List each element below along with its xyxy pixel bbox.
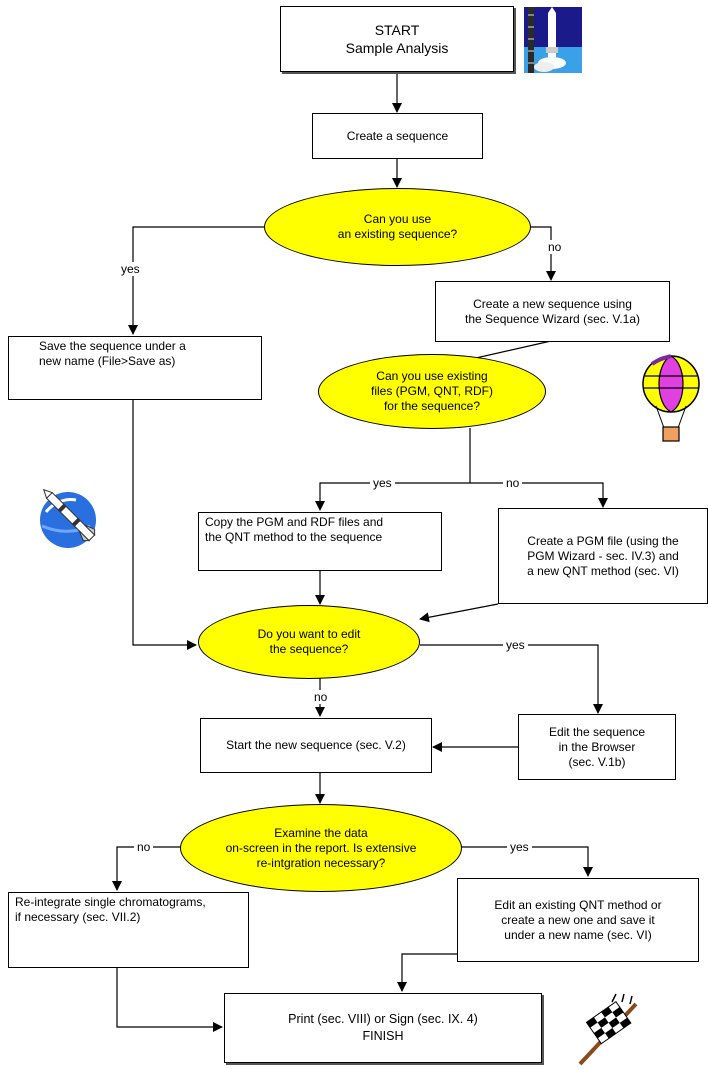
decision-text: for the sequence? [383,399,481,413]
new-sequence-wizard-step: Create a new sequence using the Sequence… [435,281,670,342]
create-pgm-step: Create a PGM file (using the PGM Wizard … [498,508,708,604]
decision-edit-sequence: Do you want to edit the sequence? [198,605,420,679]
finish-node: Print (sec. VIII) or Sign (sec. IX. 4) F… [224,993,542,1063]
copy-files-step: Copy the PGM and RDF files and the QNT m… [198,512,442,571]
step-text: a new QNT method (sec. VI) [527,563,679,578]
edit-browser-step: Edit the sequence in the Browser (sec. V… [518,714,676,780]
decision-text: Can you use [363,212,432,226]
step-text: in the Browser [558,739,636,754]
rocket-launch-icon [524,7,582,73]
branch-label-no: no [503,476,523,490]
save-sequence-step: Save the sequence under a new name (File… [8,336,262,400]
step-text: create a new one and save it [501,912,655,927]
checkered-flag-icon [578,993,638,1066]
decision-text: files (PGM, QNT, RDF) [371,384,493,398]
decision-existing-sequence: Can you use an existing sequence? [264,188,531,266]
hot-air-balloon-icon [642,354,700,442]
decision-examine-data: Examine the data on-screen in the report… [180,804,462,892]
decision-text: the sequence? [269,642,349,656]
step-text: Edit the sequence [548,724,646,739]
step-text: PGM Wizard - sec. IV.3) and [527,548,679,563]
branch-label-yes: yes [507,840,532,854]
step-text: Re-integrate single chromatograms, [15,895,206,909]
branch-label-yes: yes [503,638,528,652]
reintegrate-step: Re-integrate single chromatograms, if ne… [8,892,249,968]
branch-label-yes: yes [370,476,395,490]
branch-label-no: no [134,840,154,854]
step-text: Copy the PGM and RDF files and [205,515,384,529]
step-text: if necessary (sec. VII.2) [15,910,141,924]
decision-text: re-intgration necessary? [256,855,386,870]
branch-label-no: no [545,240,565,254]
decision-text: Do you want to edit [257,627,361,641]
step-text: Create a new sequence using [473,296,632,311]
decision-text: on-screen in the report. Is extensive [225,840,417,855]
start-new-sequence-step: Start the new sequence (sec. V.2) [200,718,432,773]
step-text: (sec. V.1b) [568,754,626,769]
step-text: the Sequence Wizard (sec. V.1a) [465,311,640,326]
branch-label-yes: yes [118,262,143,276]
branch-label-no: no [311,690,331,704]
edit-qnt-step: Edit an existing QNT method or create a … [457,878,699,962]
finish-title: FINISH [362,1029,404,1043]
step-text: Create a PGM file (using the [527,533,679,548]
step-text: new name (File>Save as) [39,354,176,368]
step-text: the QNT method to the sequence [205,530,383,544]
start-node: START Sample Analysis [280,6,514,72]
start-subtitle: Sample Analysis [345,40,449,56]
finish-text: Print (sec. VIII) or Sign (sec. IX. 4) [288,1012,478,1026]
decision-text: Can you use existing [376,369,488,383]
decision-existing-files: Can you use existing files (PGM, QNT, RD… [318,354,546,429]
create-sequence-step: Create a sequence [312,113,483,159]
create-sequence-label: Create a sequence [346,128,449,143]
step-text: Start the new sequence (sec. V.2) [226,738,406,752]
step-text: Save the sequence under a [39,339,186,353]
step-text: under a new name (sec. VI) [504,927,652,942]
decision-text: an existing sequence? [337,227,458,241]
step-text: Edit an existing QNT method or [494,897,662,912]
start-title: START [374,22,420,38]
decision-text: Examine the data [274,825,368,840]
rocket-icon [40,488,96,548]
